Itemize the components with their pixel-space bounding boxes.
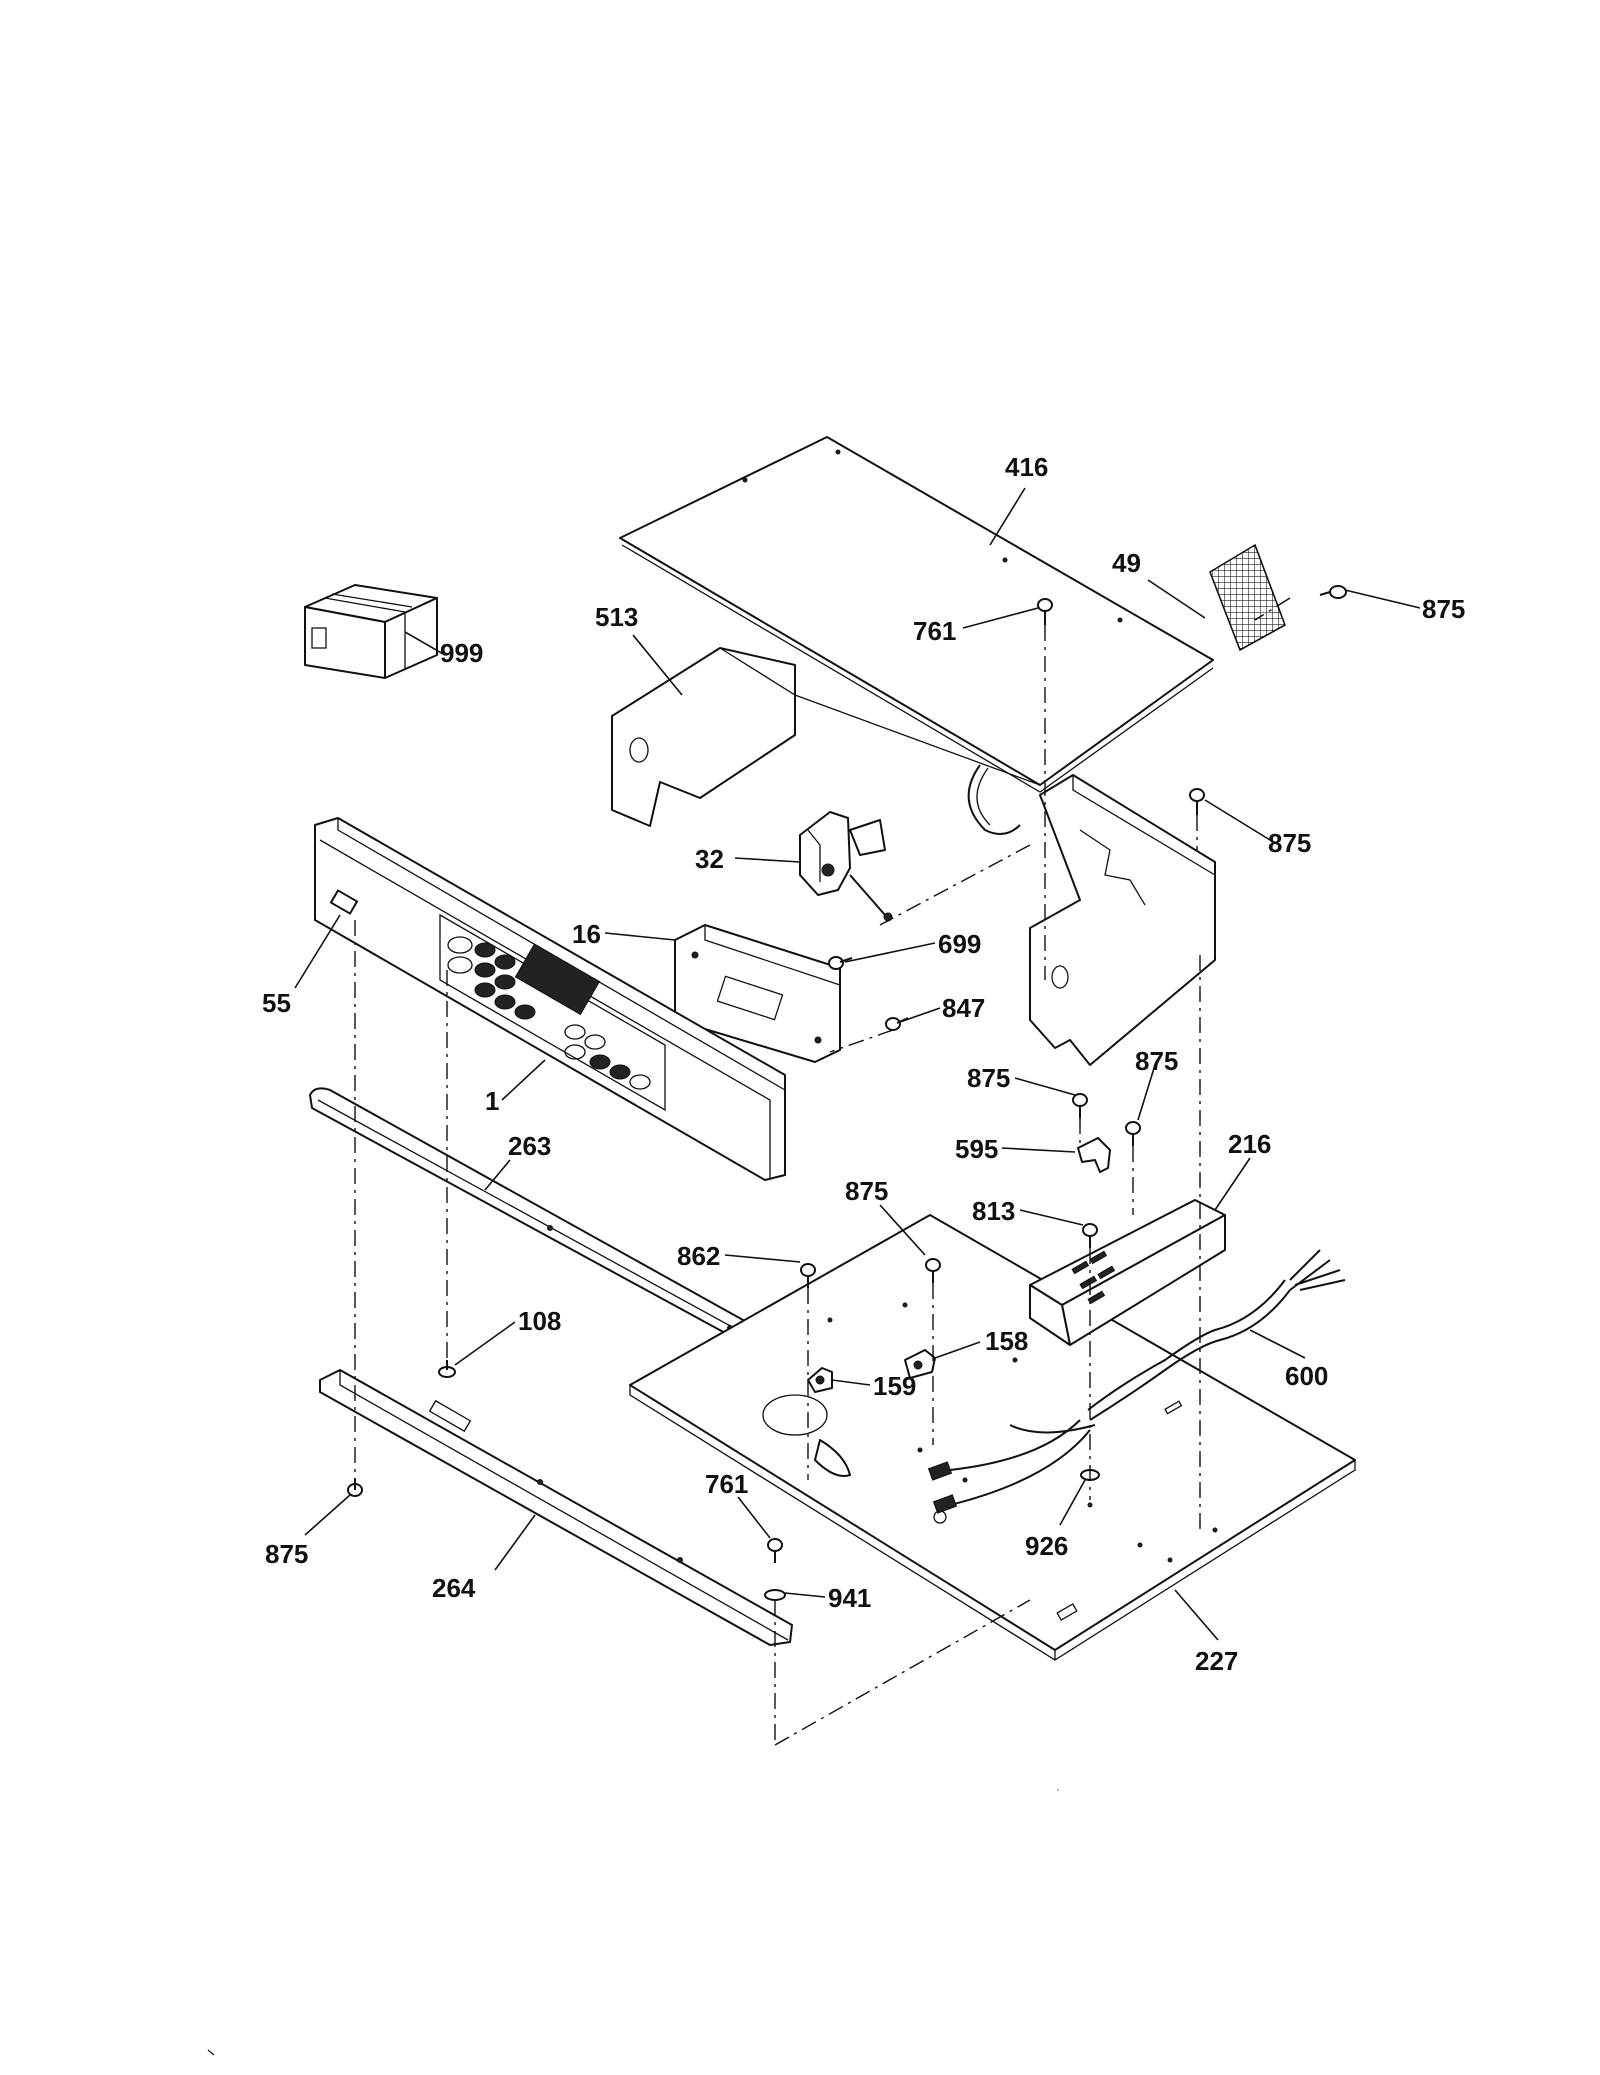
screw-875-top	[1319, 585, 1347, 599]
trim-rail-lower	[319, 1369, 793, 1646]
callout-862: 862	[677, 1241, 720, 1271]
callout-875-top: 875	[1422, 594, 1465, 624]
callout-158: 158	[985, 1326, 1028, 1356]
callout-875-side: 875	[1268, 828, 1311, 858]
callout-55: 55	[262, 988, 291, 1018]
callout-941: 941	[828, 1583, 871, 1613]
callout-1: 1	[485, 1086, 499, 1116]
leader-lines	[294, 487, 1421, 1641]
callout-875-right: 875	[1135, 1046, 1178, 1076]
screw-761-top	[1037, 598, 1053, 625]
cover-vent-slots	[1071, 1250, 1116, 1305]
scan-dot	[1057, 1789, 1059, 1791]
assembly-lines	[354, 597, 1291, 1746]
left-side-panel	[611, 647, 1041, 827]
callout-264: 264	[432, 1573, 476, 1603]
callout-875-clamp: 875	[967, 1063, 1010, 1093]
callout-699: 699	[938, 929, 981, 959]
callout-926: 926	[1025, 1531, 1068, 1561]
scan-mark	[207, 2049, 215, 2056]
screw-108	[438, 1360, 456, 1378]
callout-159: 159	[873, 1371, 916, 1401]
keypad-buttons	[447, 936, 651, 1090]
shipping-box	[304, 584, 438, 679]
screw-813	[1082, 1223, 1098, 1248]
screw-699	[828, 956, 853, 970]
callout-16: 16	[572, 919, 601, 949]
screw-761-bottom	[767, 1538, 783, 1563]
fan-motor-assembly	[799, 811, 893, 922]
callout-416: 416	[1005, 452, 1048, 482]
callout-600: 600	[1285, 1361, 1328, 1391]
callout-761-top: 761	[913, 616, 956, 646]
cable-clamp	[1077, 1137, 1111, 1173]
screw-875-side	[1189, 788, 1205, 815]
screw-862	[800, 1263, 816, 1288]
bottom-panel	[629, 1214, 1356, 1661]
callout-32: 32	[695, 844, 724, 874]
right-side-panel	[1029, 774, 1216, 1066]
thermal-switch-158	[904, 1349, 936, 1379]
callout-847: 847	[942, 993, 985, 1023]
callout-227: 227	[1195, 1646, 1238, 1676]
callout-49: 49	[1112, 548, 1141, 578]
vent-screen	[1209, 543, 1286, 652]
washer-941	[764, 1589, 786, 1601]
callout-875-left: 875	[265, 1539, 308, 1569]
control-panel-faceplate	[314, 817, 786, 1181]
screw-875-left	[347, 1478, 363, 1497]
callout-761-bottom: 761	[705, 1469, 748, 1499]
callout-labels: 416 49 875 761 513 999 875 32 699 16 847…	[262, 452, 1465, 1676]
callout-999: 999	[440, 638, 483, 668]
callout-216: 216	[1228, 1129, 1271, 1159]
screw-875-clamp	[1072, 1093, 1088, 1118]
fan-opening	[967, 764, 1021, 835]
callout-108: 108	[518, 1306, 561, 1336]
top-cover-panel	[619, 436, 1214, 793]
screws	[347, 585, 1347, 1601]
callout-513: 513	[595, 602, 638, 632]
callout-595: 595	[955, 1134, 998, 1164]
screw-875-floor	[925, 1258, 941, 1283]
screw-875-right	[1125, 1121, 1141, 1146]
callout-813: 813	[972, 1196, 1015, 1226]
callout-263: 263	[508, 1131, 551, 1161]
wire-harness	[927, 1249, 1346, 1514]
callout-875-floor: 875	[845, 1176, 888, 1206]
terminal-block-cover	[1029, 1199, 1226, 1346]
